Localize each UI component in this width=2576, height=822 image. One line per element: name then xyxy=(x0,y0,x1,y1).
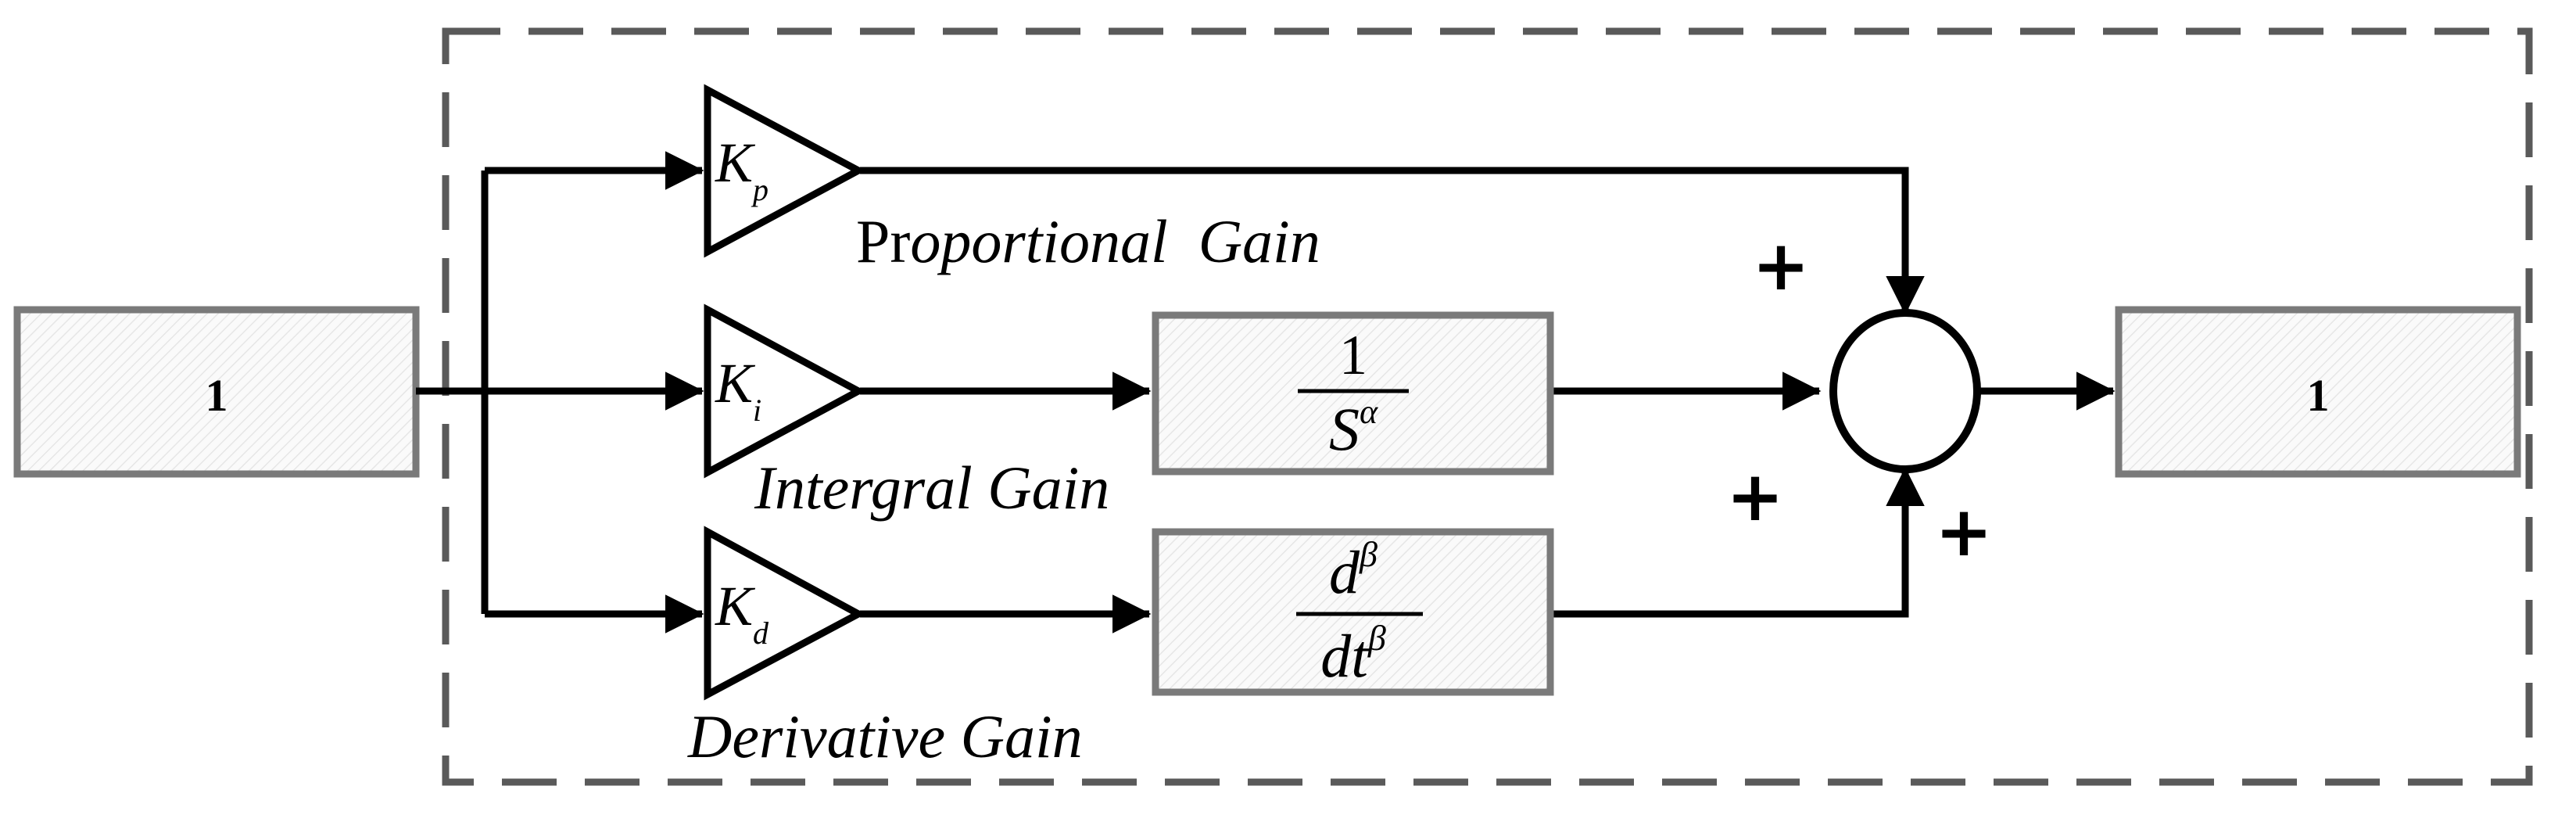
output-block-label: 1 xyxy=(2307,370,2330,421)
plus-sign-left: + xyxy=(1726,456,1784,537)
integral-gain-triangle xyxy=(704,303,866,479)
input-block xyxy=(13,306,420,478)
wire-kp-to-sum xyxy=(860,167,1925,315)
proportional-gain-caption: Proportional Gain xyxy=(856,207,1320,275)
proportional-gain-triangle xyxy=(704,84,866,258)
integrator-denominator: Sα xyxy=(1329,393,1378,463)
proportional-gain-label: Kp xyxy=(715,131,769,207)
derivative-gain-caption: Derivative Gain xyxy=(687,702,1083,770)
output-block xyxy=(2115,306,2521,478)
input-block-label: 1 xyxy=(206,370,228,421)
plus-sign-top: + xyxy=(1752,225,1810,306)
differentiator-denominator: dtβ xyxy=(1320,618,1386,690)
derivative-gain-label: Kd xyxy=(715,575,769,651)
derivative-gain-triangle xyxy=(704,526,866,701)
integrator-block xyxy=(1152,311,1554,476)
integral-gain-label: Ki xyxy=(715,352,761,428)
controller-frame xyxy=(442,27,2533,786)
integral-gain-caption: Intergral Gain xyxy=(754,454,1109,522)
summing-junction xyxy=(1829,309,1981,473)
plus-sign-bottom: + xyxy=(1935,491,1993,572)
integrator-numerator: 1 xyxy=(1339,324,1367,386)
differentiator-numerator: dβ xyxy=(1329,534,1378,606)
wire-differentiator-to-sum xyxy=(1552,467,1925,618)
